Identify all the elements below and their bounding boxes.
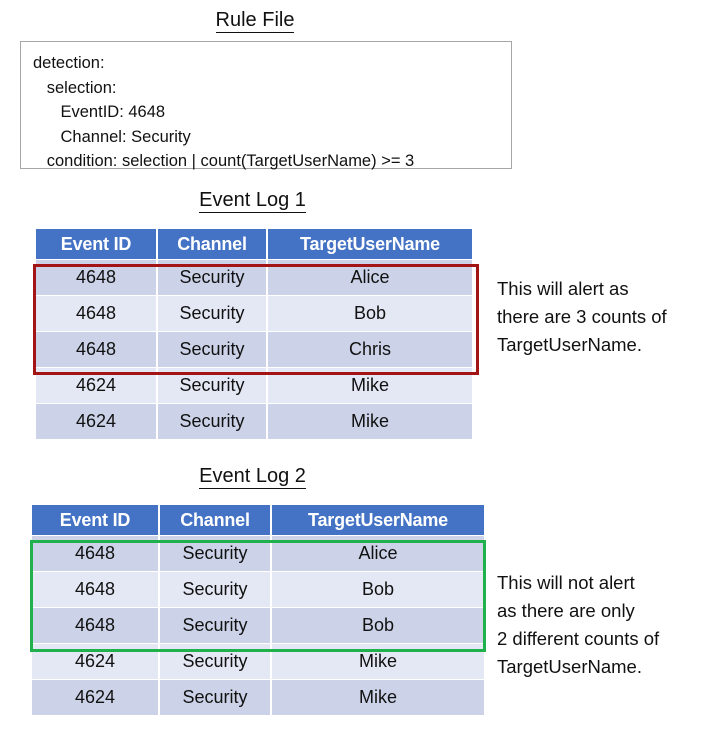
cell-channel: Security xyxy=(160,572,270,607)
cell-event-id: 4648 xyxy=(36,332,156,367)
table-row: 4624 Security Mike xyxy=(36,368,472,403)
column-header-channel: Channel xyxy=(160,505,270,535)
table-row: 4648 Security Bob xyxy=(36,296,472,331)
event-log-1-note: This will alert as there are 3 counts of… xyxy=(497,278,667,355)
table-row: 4624 Security Mike xyxy=(32,644,484,679)
rule-file-content: detection: selection: EventID: 4648 Chan… xyxy=(21,42,511,174)
cell-user: Bob xyxy=(268,296,472,331)
cell-event-id: 4624 xyxy=(32,644,158,679)
cell-channel: Security xyxy=(160,680,270,715)
cell-event-id: 4648 xyxy=(32,536,158,571)
cell-channel: Security xyxy=(158,404,266,439)
event-log-2-note: This will not alert as there are only 2 … xyxy=(497,572,660,677)
rule-line: EventID: 4648 xyxy=(33,103,166,121)
cell-channel: Security xyxy=(158,296,266,331)
cell-event-id: 4648 xyxy=(32,608,158,643)
cell-event-id: 4648 xyxy=(32,572,158,607)
cell-channel: Security xyxy=(158,260,266,295)
table-row: 4648 Security Alice xyxy=(32,536,484,571)
cell-user: Chris xyxy=(268,332,472,367)
table-header-row: Event ID Channel TargetUserName xyxy=(32,505,484,535)
event-log-2-title-text: Event Log 2 xyxy=(199,465,306,489)
rule-line: selection: xyxy=(33,78,117,97)
cell-channel: Security xyxy=(158,332,266,367)
table-row: 4648 Security Bob xyxy=(32,572,484,607)
table-row: 4624 Security Mike xyxy=(36,404,472,439)
cell-user: Mike xyxy=(272,680,484,715)
column-header-targetuser: TargetUserName xyxy=(272,505,484,535)
table-row: 4648 Security Alice xyxy=(36,260,472,295)
event-log-2-title: Event Log 2 xyxy=(25,464,480,489)
rule-file-box: detection: selection: EventID: 4648 Chan… xyxy=(20,41,512,170)
table-row: 4624 Security Mike xyxy=(32,680,484,715)
rule-file-title-text: Rule File xyxy=(215,9,295,33)
cell-event-id: 4624 xyxy=(32,680,158,715)
column-header-event-id: Event ID xyxy=(36,229,156,259)
rule-line: detection: xyxy=(33,54,105,72)
table-header-row: Event ID Channel TargetUserName xyxy=(36,229,472,259)
cell-user: Mike xyxy=(268,368,472,403)
cell-event-id: 4648 xyxy=(36,296,156,331)
rule-line: condition: selection | count(TargetUserN… xyxy=(33,152,415,170)
cell-user: Mike xyxy=(268,404,472,439)
cell-channel: Security xyxy=(160,644,270,679)
event-log-1-title: Event Log 1 xyxy=(25,188,480,213)
column-header-channel: Channel xyxy=(158,229,266,259)
cell-user: Alice xyxy=(268,260,472,295)
column-header-targetuser: TargetUserName xyxy=(268,229,472,259)
event-log-1-title-text: Event Log 1 xyxy=(199,189,306,213)
cell-event-id: 4624 xyxy=(36,368,156,403)
table-row: 4648 Security Chris xyxy=(36,332,472,367)
cell-user: Bob xyxy=(272,608,484,643)
rule-file-title: Rule File xyxy=(0,8,510,33)
cell-event-id: 4648 xyxy=(36,260,156,295)
event-log-1-table: Event ID Channel TargetUserName 4648 Sec… xyxy=(34,228,474,440)
event-log-2-table: Event ID Channel TargetUserName 4648 Sec… xyxy=(30,504,486,716)
cell-channel: Security xyxy=(158,368,266,403)
table-row: 4648 Security Bob xyxy=(32,608,484,643)
cell-user: Mike xyxy=(272,644,484,679)
cell-user: Bob xyxy=(272,572,484,607)
cell-event-id: 4624 xyxy=(36,404,156,439)
cell-user: Alice xyxy=(272,536,484,571)
cell-channel: Security xyxy=(160,608,270,643)
cell-channel: Security xyxy=(160,536,270,571)
column-header-event-id: Event ID xyxy=(32,505,158,535)
rule-line: Channel: Security xyxy=(33,127,191,146)
